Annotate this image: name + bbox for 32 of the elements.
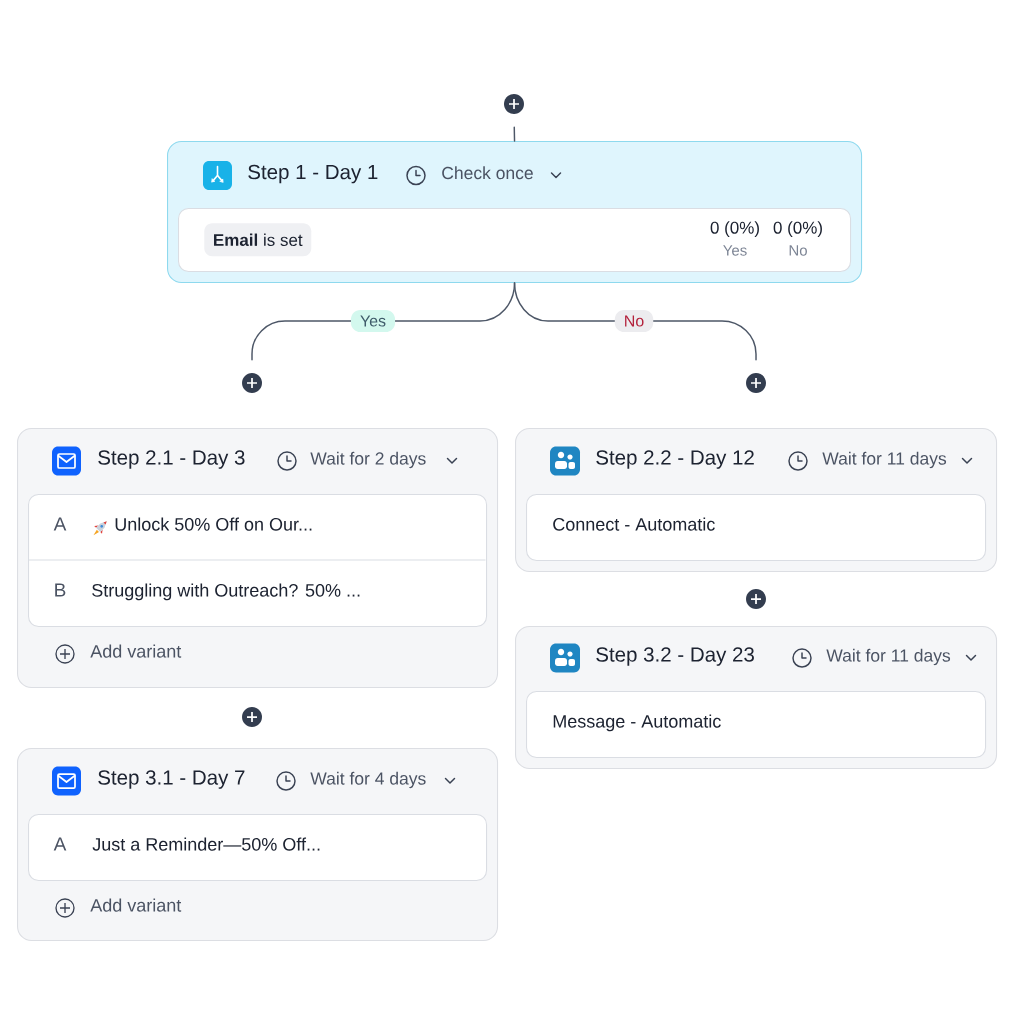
edge-label: Yes [350,310,396,332]
delay-label: Check once [442,166,533,180]
variant-letter: B [55,583,66,597]
email-subject: Just a Reminder—50% Off... [92,837,320,851]
step-title: Step 3.2 - Day 23 [596,647,754,666]
action-label: Message - Automatic [553,714,721,732]
plus-button [504,94,524,114]
email-subject: Struggling with Outreach? 50% ... [92,583,360,601]
step-title: Step 1 - Day 1 [248,164,378,184]
stat-value: 0 (0%) [773,221,822,238]
plus-button [746,589,766,609]
variant-letter: A [53,837,67,851]
plus-button [242,707,262,727]
plus-button [746,373,766,393]
add-variant-link: Add variant [90,644,182,658]
step-title: Step 3.1 - Day 7 [98,770,245,789]
delay-label: Wait for 2 days [310,451,426,469]
delay-label: Wait for 4 days [310,771,426,789]
variant-letter: A [53,517,67,531]
step-title: Step 2.2 - Day 12 [596,450,754,469]
stat-value: 0 (0%) [710,221,759,238]
delay-label: Wait for 11 days [826,648,951,666]
add-variant-link: Add variant [90,898,182,912]
edge-label: No [614,310,654,332]
email-subject: Unlock 50% Off on Our... [115,517,312,531]
step-title: Step 2.1 - Day 3 [98,450,245,469]
stat-label: No [789,245,807,256]
action-label: Connect - Automatic [553,517,715,531]
stat-label: Yes [723,245,747,256]
delay-label: Wait for 11 days [822,451,947,469]
plus-button [242,373,262,393]
condition-chip: Email is set [204,223,312,257]
